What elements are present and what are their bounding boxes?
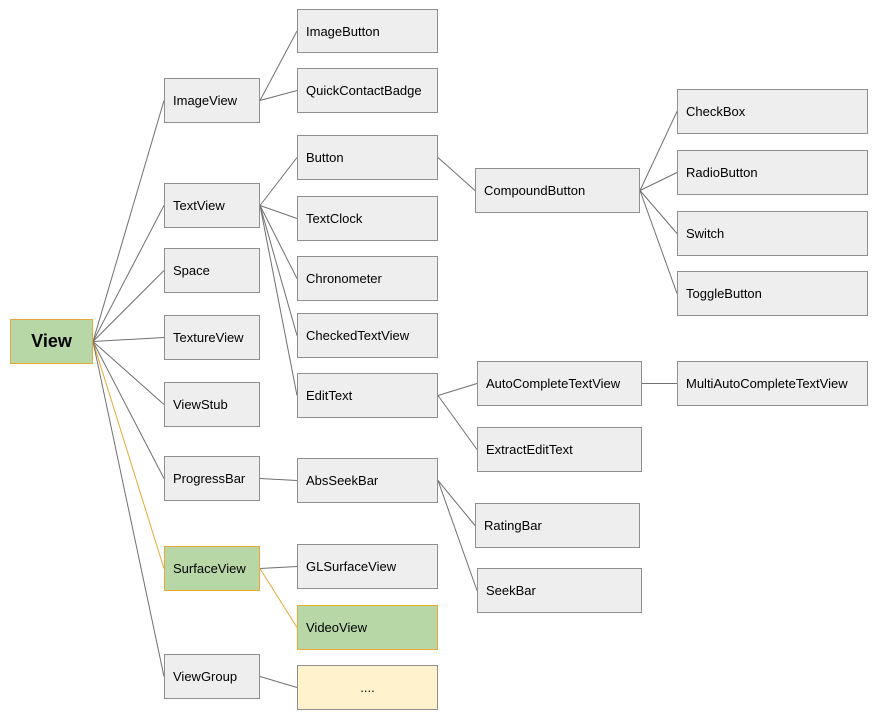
node-space: Space: [164, 248, 260, 293]
node-textureview: TextureView: [164, 315, 260, 360]
node-textclock: TextClock: [297, 196, 438, 241]
edge-button-to-compoundbutton: [437, 157, 476, 191]
edge-compoundbutton-to-radiobutton: [639, 172, 678, 191]
node-togglebutton: ToggleButton: [677, 271, 868, 316]
edge-textview-to-checkedtextview: [259, 205, 298, 336]
node-multiautocompletetextview: MultiAutoCompleteTextView: [677, 361, 868, 406]
node-compoundbutton: CompoundButton: [475, 168, 640, 213]
edge-textview-to-edittext: [259, 205, 298, 396]
node-more: ....: [297, 665, 438, 710]
node-ratingbar: RatingBar: [475, 503, 640, 548]
node-checkbox: CheckBox: [677, 89, 868, 134]
edge-view-to-space: [92, 270, 165, 342]
node-switch: Switch: [677, 211, 868, 256]
node-autocompletetextview: AutoCompleteTextView: [477, 361, 642, 406]
node-view: View: [10, 319, 93, 364]
node-quickcontactbadge: QuickContactBadge: [297, 68, 438, 113]
edge-viewgroup-to-more: [259, 676, 298, 688]
node-videoview: VideoView: [297, 605, 438, 650]
edge-view-to-progressbar: [92, 341, 165, 479]
node-extractedittext: ExtractEditText: [477, 427, 642, 472]
node-viewgroup: ViewGroup: [164, 654, 260, 699]
edge-view-to-textureview: [92, 337, 165, 342]
edge-textview-to-button: [259, 157, 298, 206]
node-button: Button: [297, 135, 438, 180]
edge-textview-to-textclock: [259, 205, 298, 219]
edge-view-to-textview: [92, 205, 165, 342]
edge-progressbar-to-absseekbar: [259, 478, 298, 481]
edge-absseekbar-to-ratingbar: [437, 480, 476, 526]
edge-view-to-surfaceview: [92, 341, 165, 569]
edge-compoundbutton-to-checkbox: [639, 111, 678, 191]
node-absseekbar: AbsSeekBar: [297, 458, 438, 503]
node-surfaceview: SurfaceView: [164, 546, 260, 591]
node-seekbar: SeekBar: [477, 568, 642, 613]
edge-view-to-viewgroup: [92, 341, 165, 677]
edge-view-to-viewstub: [92, 341, 165, 405]
edge-edittext-to-autocompletetextview: [437, 383, 478, 396]
edge-surfaceview-to-glsurfaceview: [259, 566, 298, 569]
edge-textview-to-chronometer: [259, 205, 298, 279]
edge-absseekbar-to-seekbar: [437, 480, 478, 591]
node-viewstub: ViewStub: [164, 382, 260, 427]
node-progressbar: ProgressBar: [164, 456, 260, 501]
node-imageview: ImageView: [164, 78, 260, 123]
edge-edittext-to-extractedittext: [437, 395, 478, 450]
node-glsurfaceview: GLSurfaceView: [297, 544, 438, 589]
node-chronometer: Chronometer: [297, 256, 438, 301]
node-textview: TextView: [164, 183, 260, 228]
node-imagebutton: ImageButton: [297, 9, 438, 53]
edge-imageview-to-imagebutton: [259, 30, 298, 101]
node-checkedtextview: CheckedTextView: [297, 313, 438, 358]
node-edittext: EditText: [297, 373, 438, 418]
node-radiobutton: RadioButton: [677, 150, 868, 195]
edge-view-to-imageview: [92, 100, 165, 342]
edge-imageview-to-quickcontactbadge: [259, 90, 298, 101]
edge-surfaceview-to-videoview: [259, 568, 298, 628]
edge-compoundbutton-to-switch: [639, 190, 678, 234]
edge-compoundbutton-to-togglebutton: [639, 190, 678, 294]
